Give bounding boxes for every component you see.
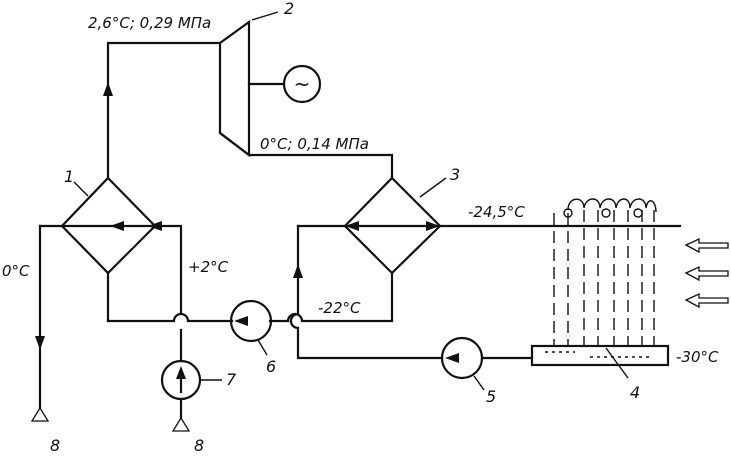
label-7: 7	[226, 370, 237, 389]
evaporator-side-label: -24,5°C	[468, 203, 525, 221]
label-5: 5	[486, 387, 496, 406]
generator	[282, 64, 322, 104]
generator-symbol: ~	[294, 72, 311, 96]
air-arrow-3	[684, 292, 729, 309]
tank-leader	[605, 347, 629, 379]
air-arrow-1	[684, 237, 729, 254]
pipe-turbine-to-hx3	[218, 131, 394, 180]
label-1: 1	[64, 167, 74, 186]
pump-5	[440, 336, 484, 380]
air-arrow-2	[684, 265, 729, 282]
spray-header	[567, 198, 657, 213]
label-8-left: 8	[50, 436, 60, 455]
pump-5-leader	[473, 375, 485, 391]
pipe-bus	[106, 312, 234, 323]
hx1-leader	[73, 181, 89, 197]
nozzle-2	[601, 208, 611, 218]
pump-5-arrow	[445, 353, 459, 363]
label-2: 2	[284, 0, 294, 18]
flow-arrow-up-hx1	[103, 82, 113, 96]
hx3-arrow-right	[426, 221, 440, 231]
tank-temp-label: -30°C	[676, 348, 719, 366]
pipe-hx1-right-down	[153, 224, 183, 314]
return-temp-label: -22°C	[318, 299, 361, 317]
pump-6-leader	[257, 339, 268, 356]
tank-4	[530, 344, 670, 367]
pump-6	[229, 299, 273, 343]
left-temp-label: 0°C	[2, 262, 30, 280]
hx3-arrow-left	[345, 221, 359, 231]
pump-7-arrow	[176, 366, 186, 379]
pump-6-arrow	[234, 316, 248, 326]
turbine-outlet-label: 0°C; 0,14 МПа	[260, 135, 369, 153]
pipe-hx1-to-turbine	[106, 41, 222, 180]
nozzle-3	[633, 208, 643, 218]
heat-exchanger-3	[343, 176, 442, 275]
hx1-arrow-left	[110, 221, 124, 231]
flow-arrow-down-left	[35, 336, 45, 350]
label-3: 3	[450, 165, 460, 184]
label-6: 6	[266, 357, 276, 376]
turbine-leader	[251, 11, 279, 21]
label-4: 4	[630, 383, 640, 402]
drain-symbol-8	[171, 416, 191, 432]
label-8-bottom: 8	[194, 436, 204, 455]
flow-arrow-up-return	[293, 264, 303, 278]
turbine-inlet-label: 2,6°C; 0,29 МПа	[88, 14, 211, 32]
pipe-return	[289, 224, 444, 360]
drain-symbol-left	[30, 406, 50, 422]
hx3-leader	[419, 177, 447, 198]
nozzle-1	[563, 208, 573, 218]
hx1-out-label: +2°C	[188, 258, 229, 276]
